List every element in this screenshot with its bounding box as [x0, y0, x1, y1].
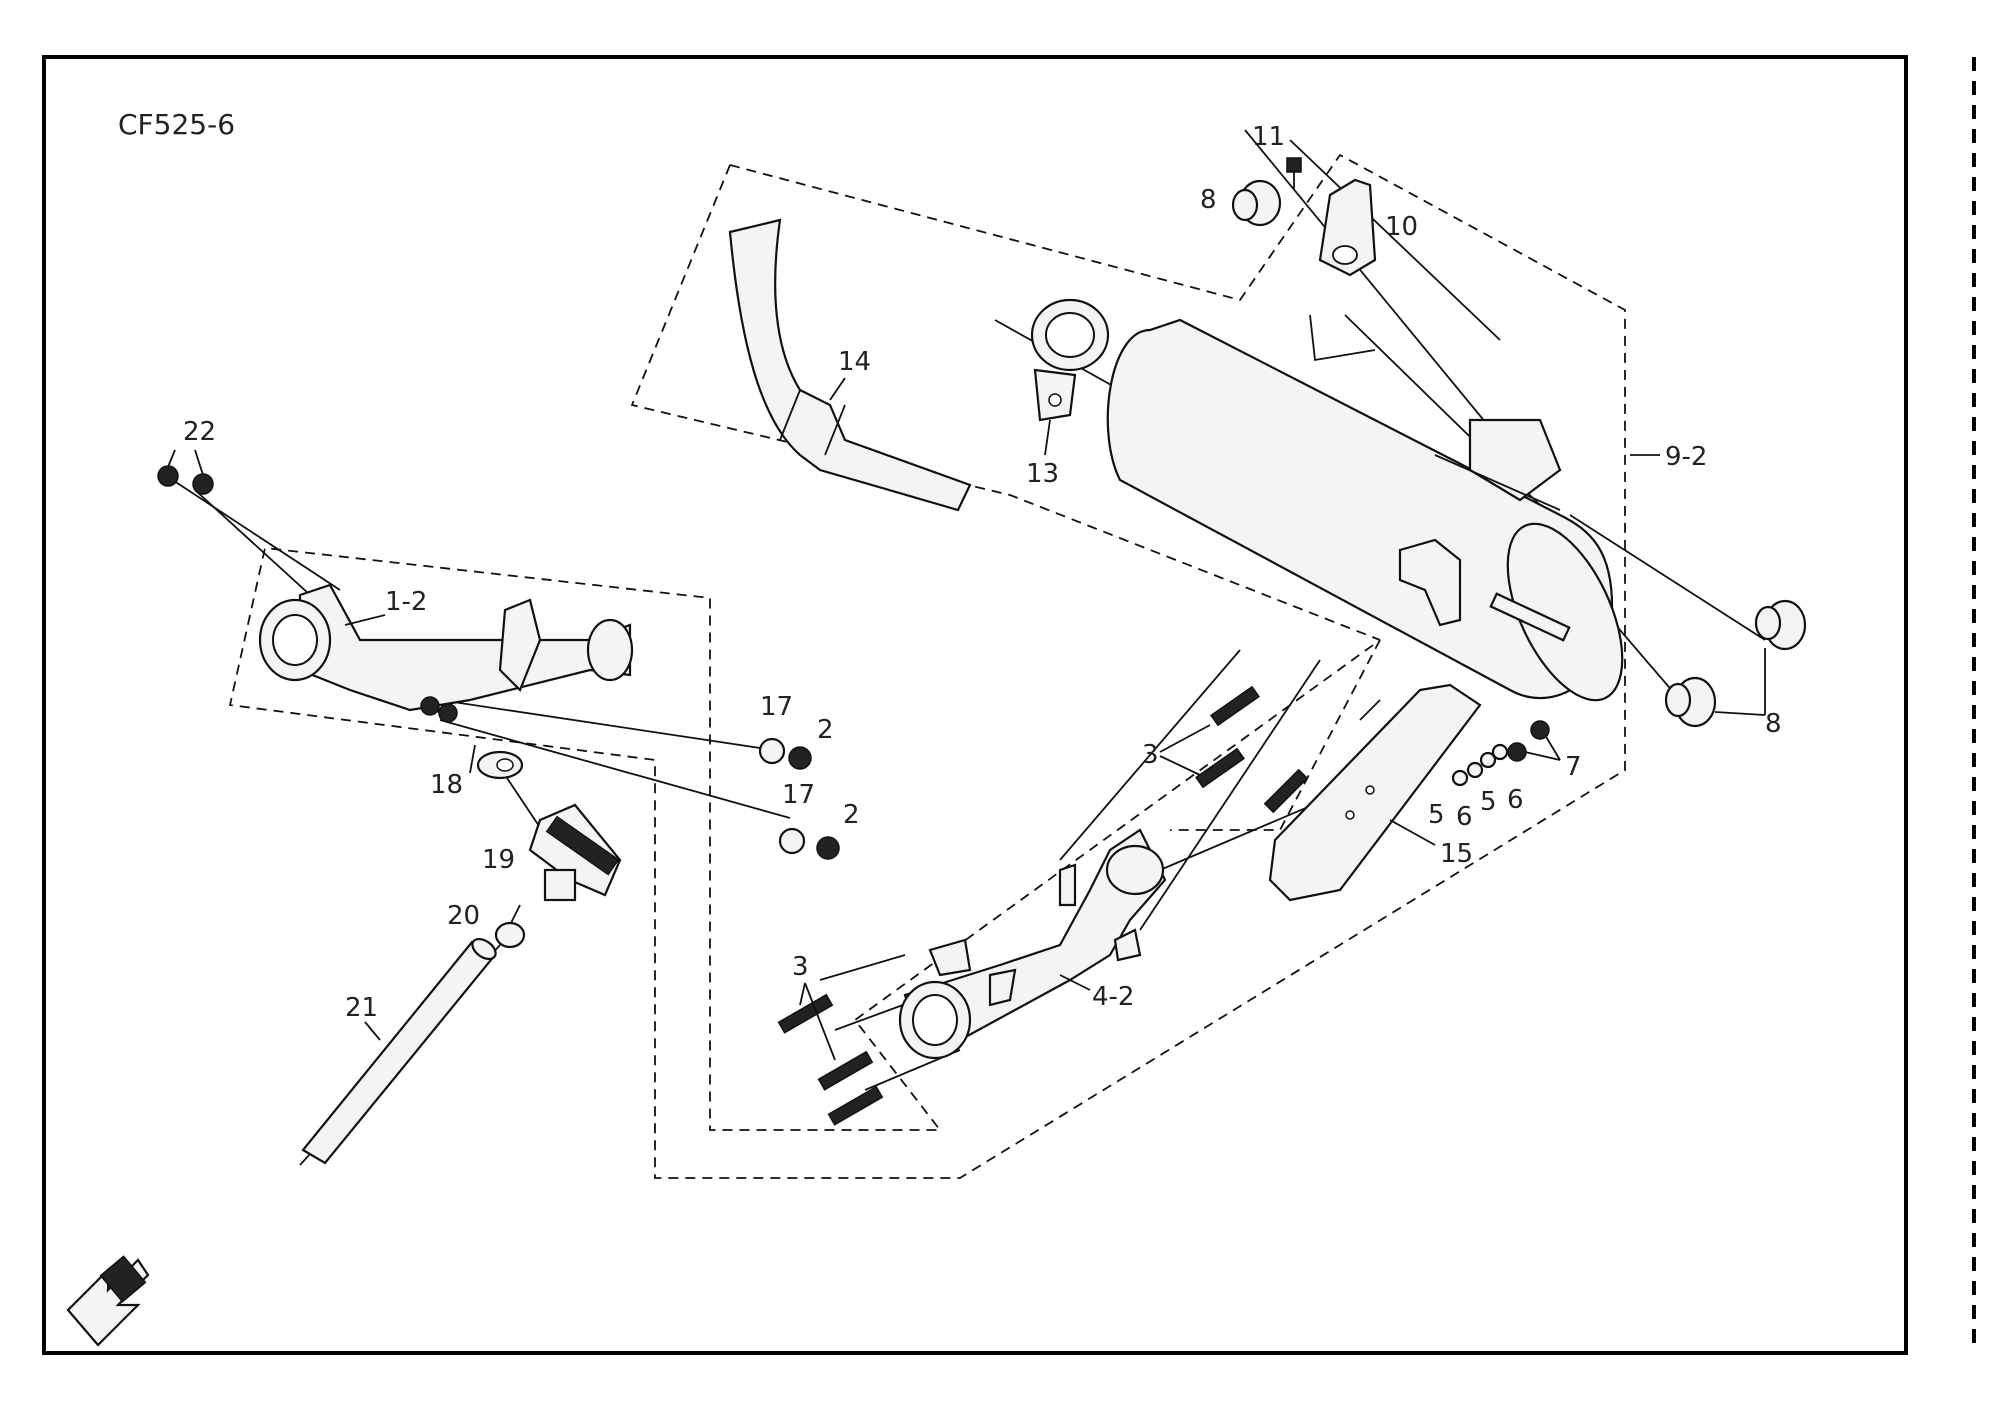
washer-nut-set-upper [758, 737, 812, 770]
callout-13: 13 [1026, 459, 1059, 489]
grommet-8-upper [1231, 179, 1282, 227]
group-outline-front-pipe [1170, 639, 1381, 831]
group-outline-muffler [228, 153, 1626, 1179]
clamp-13 [1030, 298, 1110, 422]
callout-19: 19 [482, 845, 515, 875]
seal-ring-20 [494, 921, 526, 949]
callout-11: 11 [1252, 122, 1285, 152]
rear-header-pipe-1-2 [258, 583, 634, 723]
sensor-fitting-19 [528, 803, 622, 902]
grommet-8-right-upper [1754, 599, 1807, 651]
bolt-pair-22 [157, 465, 214, 495]
bolts-7 [1507, 720, 1550, 762]
heat-shield-15 [1268, 683, 1482, 902]
bracket-10 [1318, 178, 1377, 277]
washers-5-6 [1451, 743, 1509, 787]
callout-20: 20 [447, 901, 480, 931]
callout-3-lower: 3 [792, 952, 809, 982]
callout-labels: 22 1-2 18 19 20 21 17 2 17 2 14 13 11 8 … [167, 122, 1782, 1061]
callout-6-left: 6 [1456, 802, 1473, 832]
callout-15: 15 [1440, 839, 1473, 869]
diagram-frame [42, 55, 1908, 1355]
front-direction-arrow-icon [66, 1255, 150, 1347]
callout-3-upper: 3 [1142, 740, 1159, 770]
callout-4-2: 4-2 [1092, 982, 1134, 1012]
callout-2-upper: 2 [817, 715, 834, 745]
front-pipe-4-2 [898, 828, 1167, 1060]
link-pipe-14 [728, 218, 972, 512]
bolt-11 [1286, 157, 1302, 190]
callout-22: 22 [183, 417, 216, 447]
callout-17-lower: 17 [782, 780, 815, 810]
gasket-18 [476, 750, 524, 780]
callout-10: 10 [1385, 212, 1418, 242]
springs-3-lower [777, 993, 884, 1126]
callout-18: 18 [430, 770, 463, 800]
callout-9-2: 9-2 [1665, 442, 1707, 472]
grommet-8-right-lower [1664, 676, 1717, 728]
callout-7: 7 [1565, 752, 1582, 782]
callout-1-2: 1-2 [385, 587, 427, 617]
callout-8-upper: 8 [1200, 185, 1217, 215]
pipe-21 [301, 937, 497, 1165]
callout-6-right: 6 [1507, 785, 1524, 815]
callout-17-upper: 17 [760, 692, 793, 722]
callout-14: 14 [838, 347, 871, 377]
diagram-code: CF525-6 [118, 108, 235, 141]
callout-21: 21 [345, 993, 378, 1023]
callout-5-right: 5 [1480, 787, 1497, 817]
callout-2-lower: 2 [843, 800, 860, 830]
callout-8-right: 8 [1765, 709, 1782, 739]
washer-nut-set-lower [778, 827, 840, 860]
muffler-9-2 [1106, 314, 1624, 702]
callout-5-left: 5 [1428, 800, 1445, 830]
springs-3-upper [1195, 685, 1309, 814]
